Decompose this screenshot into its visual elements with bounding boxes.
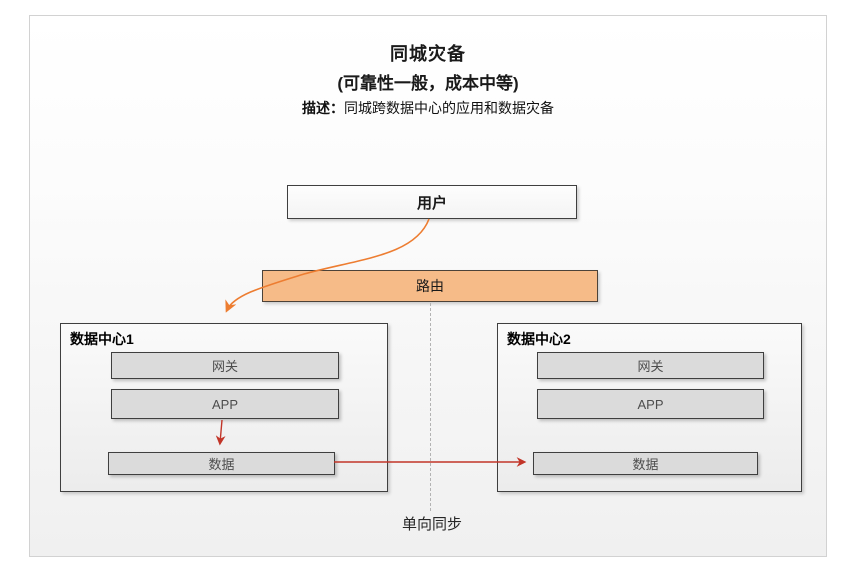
router-node: 路由 [262, 270, 598, 302]
datacenter-1: 数据中心1 网关 APP 数据 [60, 323, 388, 492]
description-line: 描述：同城跨数据中心的应用和数据灾备 [29, 98, 827, 118]
description-text: 同城跨数据中心的应用和数据灾备 [344, 100, 554, 116]
datacenter-1-data: 数据 [108, 452, 335, 475]
sync-divider-dashed-line [430, 303, 431, 511]
user-node: 用户 [287, 185, 577, 219]
sync-direction-label: 单向同步 [401, 516, 462, 533]
datacenter-2-gateway: 网关 [537, 352, 764, 379]
datacenter-1-title: 数据中心1 [70, 331, 134, 347]
datacenter-2: 数据中心2 网关 APP 数据 [497, 323, 802, 492]
datacenter-2-app: APP [537, 389, 764, 419]
datacenter-1-gateway: 网关 [111, 352, 339, 379]
description-label: 描述： [302, 100, 344, 116]
page-subtitle: (可靠性一般，成本中等) [337, 74, 519, 93]
datacenter-2-title: 数据中心2 [507, 331, 571, 347]
datacenter-1-app: APP [111, 389, 339, 419]
datacenter-2-data: 数据 [533, 452, 758, 475]
page-title: 同城灾备 [390, 44, 466, 64]
